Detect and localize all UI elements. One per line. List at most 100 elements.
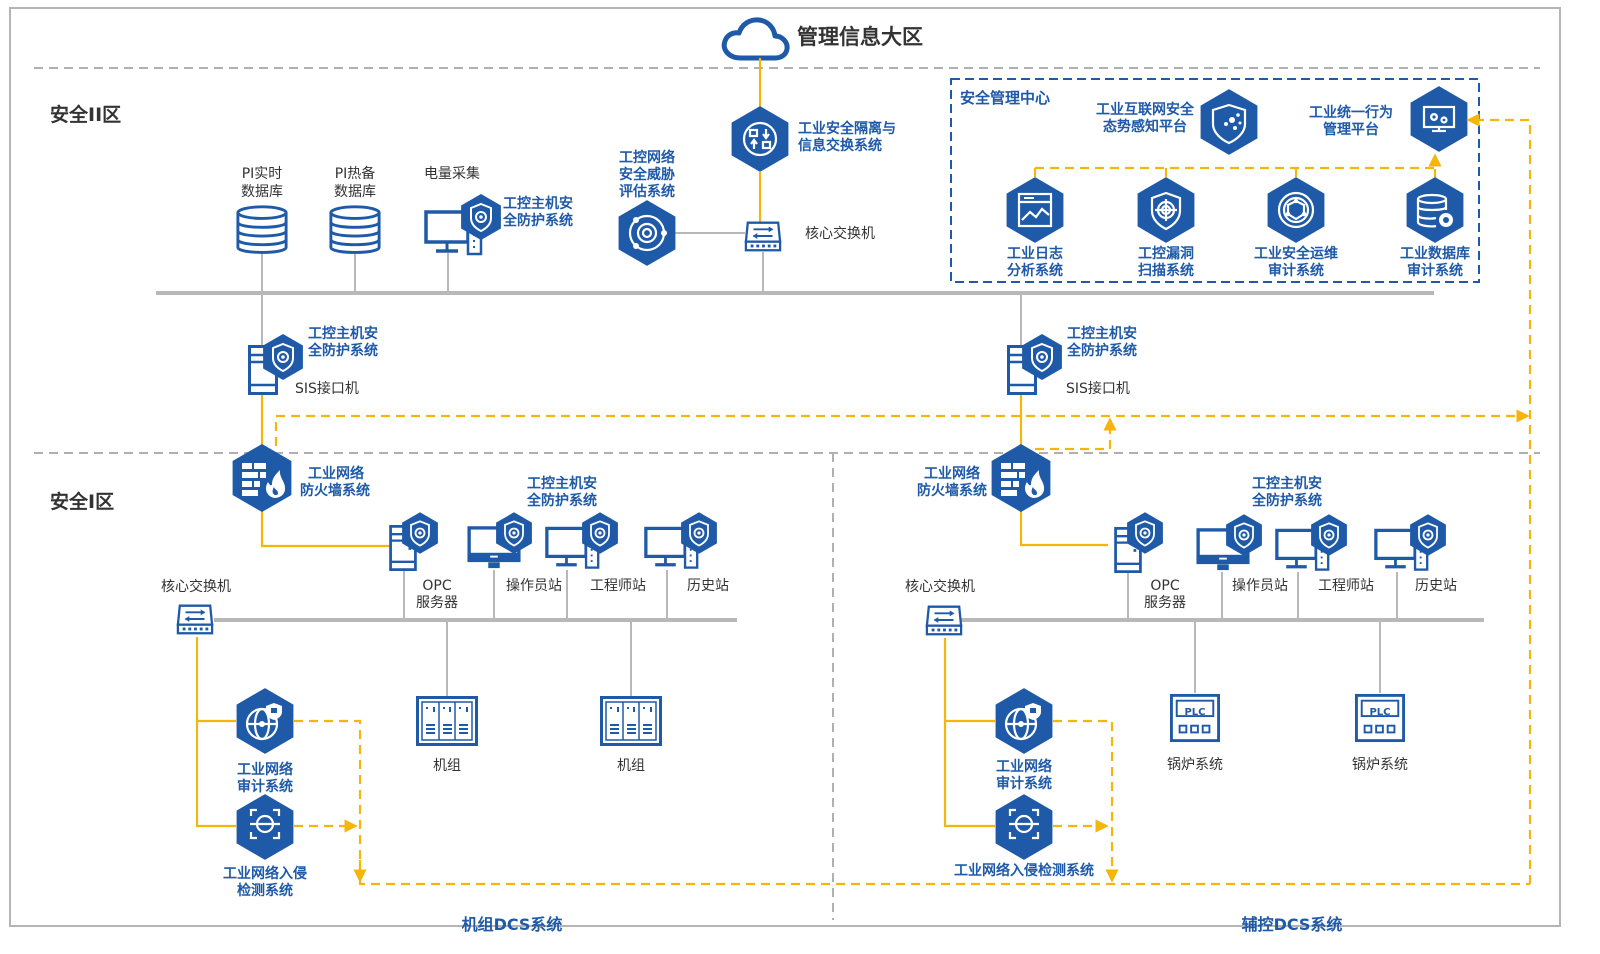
zone-label-i: 安全I区 [50, 490, 114, 513]
power-collect-station[interactable]: 电量采集 工控主机安 全防护系统 [424, 165, 573, 256]
unit-label: 机组 [433, 758, 461, 774]
firewall-icon [991, 444, 1051, 512]
log-analysis-label-1: 工业日志 [1007, 245, 1063, 262]
station-label: OPC [422, 578, 451, 594]
unit-1[interactable]: 机组 [416, 696, 478, 775]
station-engineer-left[interactable]: 工程师站 [545, 512, 646, 594]
center-item-log-analysis[interactable]: 工业日志 分析系统 [1006, 177, 1064, 279]
vuln-scan-label-2: 扫描系统 [1138, 262, 1194, 279]
situation-awareness-platform[interactable]: 工业互联网安全 态势感知平台 [1096, 89, 1258, 155]
station-label: 操作员站 [506, 578, 562, 594]
plc-boiler-2[interactable]: PLC 锅炉系统 [1352, 693, 1408, 773]
sis-left-protect-label-2: 全防护系统 [307, 342, 378, 359]
pi-realtime-db[interactable]: PI实时 数据库 [236, 166, 288, 254]
sis-interface-left[interactable]: 工控主机安 全防护系统 SIS接口机 [248, 325, 379, 397]
firewall-left[interactable]: 工业网络 防火墙系统 [232, 444, 370, 512]
network-audit-left[interactable]: 工业网络 审计系统 [236, 688, 294, 795]
station-label: 工程师站 [1318, 578, 1374, 594]
station-opc-left[interactable]: OPC 服务器 [389, 512, 458, 611]
threat-eval-icon [618, 200, 676, 266]
station-opc-right[interactable]: OPC 服务器 [1114, 512, 1186, 611]
cabinet-icon [416, 696, 478, 746]
plc-boiler-1[interactable]: PLC 锅炉系统 [1167, 693, 1223, 773]
outer-frame [9, 7, 1561, 927]
sis-right-label: SIS接口机 [1066, 380, 1130, 397]
pi-hotstandby-db[interactable]: PI热备 数据库 [329, 165, 381, 254]
firewall-icon [232, 444, 292, 512]
unit-2[interactable]: 机组 [600, 696, 662, 775]
intrusion-detection-right[interactable]: 工业网络入侵检测系统 [954, 794, 1094, 879]
audit-left-label-1: 工业网络 [237, 761, 293, 778]
intrusion-detection-left[interactable]: 工业网络入侵 检测系统 [223, 794, 307, 899]
unit-label: 锅炉系统 [1352, 757, 1408, 773]
cabinet-icon [600, 696, 662, 746]
behavior-label-1: 工业统一行为 [1309, 104, 1393, 121]
firewall-right-label-1: 工业网络 [924, 465, 980, 482]
sis-interface-right[interactable]: 工控主机安 全防护系统 SIS接口机 [1007, 325, 1138, 397]
pi-realtime-label-1: PI实时 [242, 166, 283, 182]
core-switch-zone2-label: 核心交换机 [805, 225, 875, 242]
sis-right-protect-label-1: 工控主机安 [1067, 325, 1137, 342]
behavior-label-2: 管理平台 [1323, 121, 1379, 138]
threat-eval-label-1: 工控网络 [619, 149, 675, 166]
station-history-right[interactable]: 历史站 [1374, 514, 1457, 594]
ids-right-label: 工业网络入侵检测系统 [954, 862, 1094, 879]
station-engineer-right[interactable]: 工程师站 [1275, 514, 1374, 594]
firewall-right-label-2: 防火墙系统 [917, 482, 987, 499]
core-switch-zone2[interactable]: 核心交换机 [744, 221, 875, 252]
unit-label: 锅炉系统 [1167, 757, 1223, 773]
log-feed-line [274, 409, 1530, 446]
firewall-right[interactable]: 工业网络 防火墙系统 [917, 444, 1051, 512]
center-item-ops-audit[interactable]: 工业安全运维 审计系统 [1254, 177, 1338, 279]
pi-realtime-label-2: 数据库 [241, 184, 283, 200]
station-label: 服务器 [416, 595, 458, 611]
station-label: 操作员站 [1232, 578, 1288, 594]
station-label: 历史站 [1415, 578, 1457, 594]
core-switch-left-label: 核心交换机 [161, 578, 231, 595]
audit-right-label-2: 审计系统 [996, 775, 1052, 792]
host-protect-right-label-2: 全防护系统 [1251, 492, 1322, 509]
sis-right-protect-label-2: 全防护系统 [1066, 342, 1137, 359]
log-analysis-label-2: 分析系统 [1007, 262, 1063, 279]
isolation-label-1: 工业安全隔离与 [798, 120, 896, 137]
host-protect-label-1: 工控主机安 [503, 195, 573, 212]
network-audit-right[interactable]: 工业网络 审计系统 [995, 688, 1053, 792]
plc-icon [1355, 693, 1405, 743]
switch-icon [744, 221, 782, 252]
isolation-exchange-icon [731, 106, 789, 172]
pi-hotstandby-label-1: PI热备 [335, 165, 376, 182]
cloud-icon [721, 17, 790, 61]
station-history-left[interactable]: 历史站 [644, 512, 729, 594]
sis-left-protect-label-1: 工控主机安 [308, 325, 378, 342]
intrusion-detection-icon [236, 794, 294, 860]
ids-left-label-2: 检测系统 [237, 882, 293, 899]
security-center-frame [950, 78, 1480, 283]
core-switch-right[interactable]: 核心交换机 [905, 578, 975, 636]
db-audit-label-1: 工业数据库 [1400, 245, 1470, 262]
situation-shield-icon [1200, 89, 1258, 155]
vuln-scan-label-1: 工控漏洞 [1138, 245, 1194, 262]
station-operator-right[interactable]: 操作员站 [1196, 514, 1288, 594]
station-label: 历史站 [687, 578, 729, 594]
audit-right-label-1: 工业网络 [996, 758, 1052, 775]
isolation-exchange-system[interactable]: 工业安全隔离与 信息交换系统 [731, 106, 896, 172]
core-switch-right-label: 核心交换机 [905, 578, 975, 595]
station-label: 工程师站 [590, 578, 646, 594]
station-label: OPC [1150, 578, 1179, 594]
behavior-management-platform[interactable]: 工业统一行为 管理平台 [1309, 86, 1468, 152]
ids-left-label-1: 工业网络入侵 [223, 865, 307, 882]
host-protect-label-2: 全防护系统 [502, 212, 573, 229]
core-switch-left[interactable]: 核心交换机 [161, 578, 231, 635]
host-protect-right-label-1: 工控主机安 [1252, 475, 1322, 492]
situation-label-2: 态势感知平台 [1103, 118, 1187, 135]
link-switch-ids-right [943, 638, 995, 828]
station-operator-left[interactable]: 操作员站 [467, 512, 562, 594]
switch-icon [925, 605, 963, 636]
monitor-gear-icon [1410, 86, 1468, 152]
threat-eval-system[interactable]: 工控网络 安全威胁 评估系统 [618, 149, 676, 266]
center-item-db-audit[interactable]: 工业数据库 审计系统 [1400, 177, 1470, 279]
zone-label-ii: 安全II区 [50, 103, 121, 126]
ops-audit-label-2: 审计系统 [1268, 262, 1324, 279]
center-item-vuln-scan[interactable]: 工控漏洞 扫描系统 [1137, 177, 1195, 279]
